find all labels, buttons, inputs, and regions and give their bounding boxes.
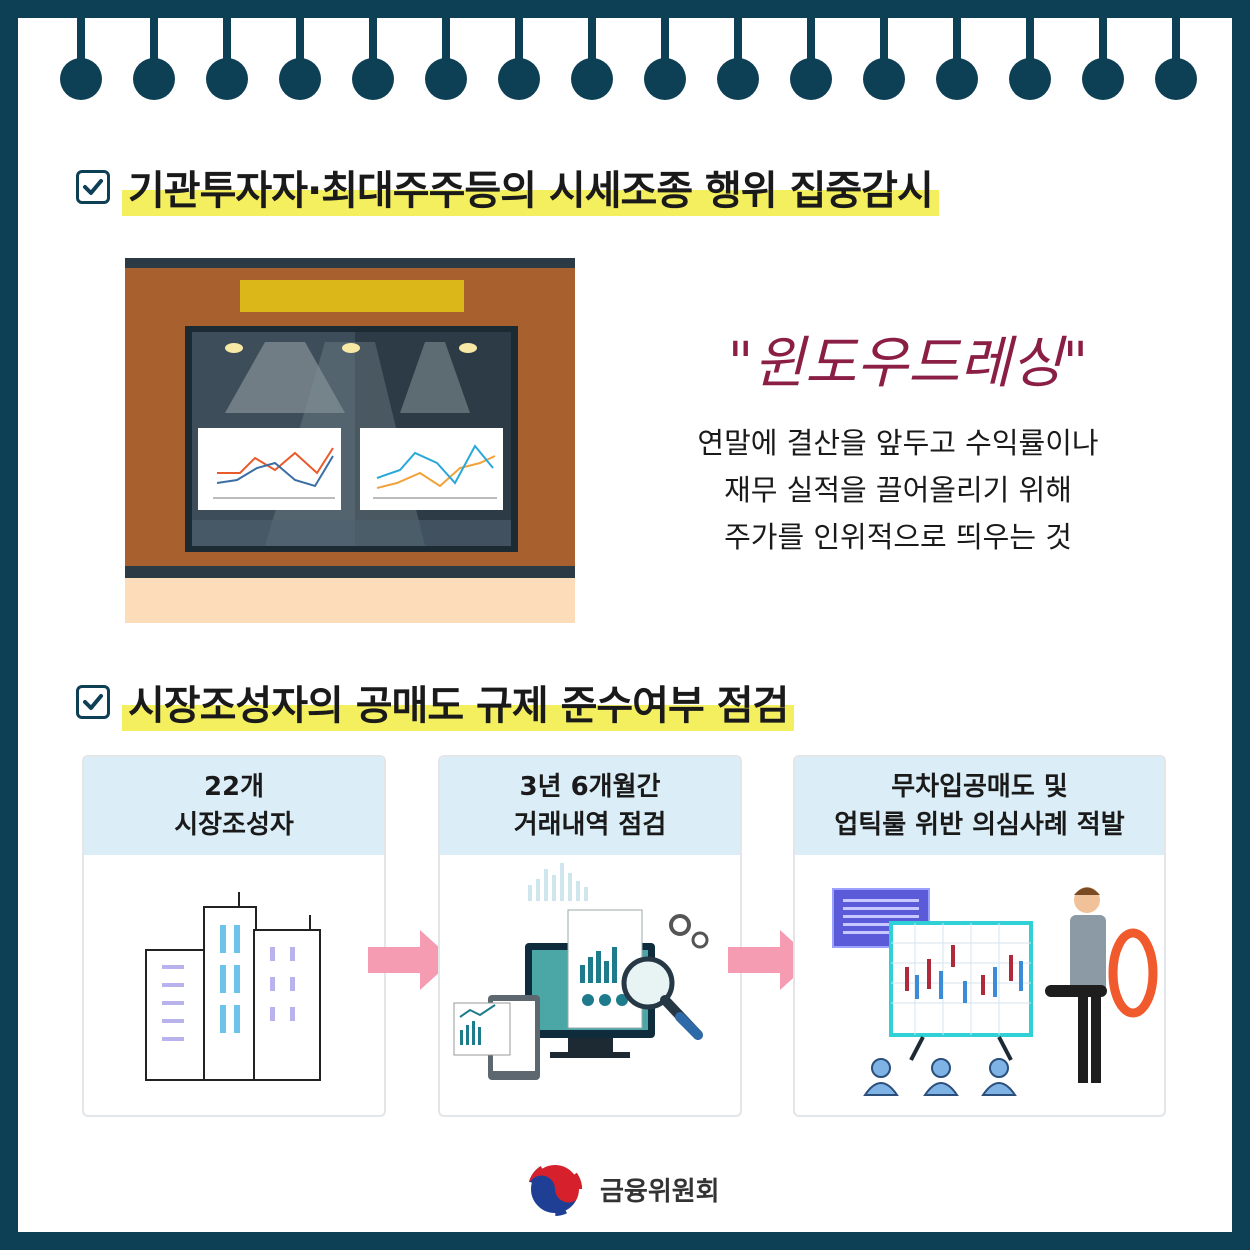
arrow-right-icon — [368, 930, 453, 990]
quote-term: "윈도우드레싱" — [727, 331, 1089, 396]
buildings-icon — [145, 892, 321, 1081]
binder-hole — [863, 18, 905, 100]
binder-hole — [936, 18, 978, 100]
section2-heading: 시장조성자의 공매도 규제 준수여부 점검 — [76, 673, 795, 731]
binder-hole — [1082, 18, 1124, 100]
card-header-line: 무차입공매도 및 — [891, 772, 1068, 802]
binder-hole — [425, 18, 467, 100]
card-header-line: 3년 6개월간 — [519, 772, 661, 802]
binder-hole — [571, 18, 613, 100]
card-header-line: 22개 — [203, 772, 265, 802]
taegeuk-emblem-icon — [525, 1159, 585, 1219]
card-header-line: 거래내역 점검 — [513, 810, 667, 840]
binder-hole — [60, 18, 102, 100]
binder-hole — [498, 18, 540, 100]
binder-hole — [790, 18, 832, 100]
section1-title: 기관투자자·최대주주등의 시세조종 행위 집중감시 — [122, 158, 939, 216]
description-line: 재무 실적을 끌어올리기 위해 — [724, 473, 1072, 507]
checkbox-icon — [76, 685, 110, 719]
card-header: 3년 6개월간 거래내역 점검 — [440, 757, 740, 855]
binder-hole — [206, 18, 248, 100]
shop-window-illustration — [125, 258, 575, 623]
card-header-line: 업틱룰 위반 의심사례 적발 — [834, 810, 1125, 840]
notepad-sheet: 기관투자자·최대주주등의 시세조종 행위 집중감시 "윈도우드레싱" 연말에 결… — [18, 18, 1232, 1232]
card-header: 무차입공매도 및 업틱룰 위반 의심사례 적발 — [795, 757, 1164, 855]
section1-heading: 기관투자자·최대주주등의 시세조종 행위 집중감시 — [76, 158, 939, 216]
description-line: 주가를 인위적으로 띄우는 것 — [724, 520, 1072, 554]
card-header-line: 시장조성자 — [174, 810, 294, 840]
org-name: 금융위원회 — [600, 1176, 720, 1207]
info-card-market-makers: 22개 시장조성자 — [82, 755, 386, 1117]
description-line: 연말에 결산을 앞두고 수익률이나 — [697, 426, 1099, 460]
investigator-icon — [832, 887, 1158, 1096]
info-card-trading-review: 3년 6개월간 거래내역 점검 — [438, 755, 742, 1117]
binder-hole — [1155, 18, 1197, 100]
card-header: 22개 시장조성자 — [84, 757, 384, 855]
binder-hole — [133, 18, 175, 100]
section1-description: 연말에 결산을 앞두고 수익률이나 재무 실적을 끌어올리기 위해 주가를 인위… — [618, 420, 1178, 561]
info-card-violations: 무차입공매도 및 업틱룰 위반 의심사례 적발 — [793, 755, 1166, 1117]
binder-hole — [1009, 18, 1051, 100]
binder-hole — [717, 18, 759, 100]
checkbox-icon — [76, 170, 110, 204]
binder-hole — [279, 18, 321, 100]
arrow-right-icon — [728, 930, 813, 990]
data-analysis-icon — [453, 863, 709, 1080]
section2-title: 시장조성자의 공매도 규제 준수여부 점검 — [122, 673, 795, 731]
binder-hole — [644, 18, 686, 100]
fsc-logo: 금융위원회 — [524, 1158, 720, 1220]
binder-hole — [352, 18, 394, 100]
